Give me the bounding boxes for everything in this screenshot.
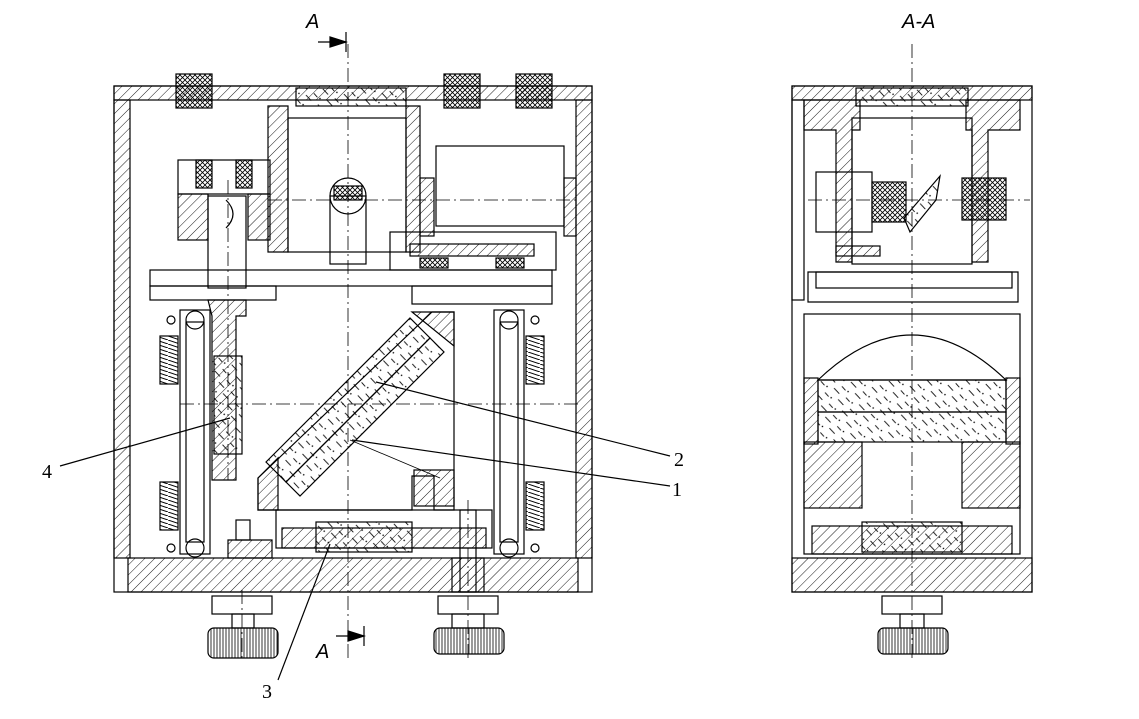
prism-holder-foot [413,469,455,507]
display-frame-r [563,177,577,237]
mount-screw-2 [235,159,253,189]
base-stop-screw [235,519,251,541]
cut-label-bottom: A [315,641,329,663]
cut-label-top: A [305,11,319,33]
support-plate-low-r [411,285,553,305]
left-mount [177,159,271,195]
display-box [435,145,565,227]
part-label-2: 2 [674,449,684,471]
mount-screw-1 [195,159,213,189]
right-spring-bot [525,481,545,531]
glass-plate-1 [285,337,445,497]
part-label-3: 3 [262,681,272,703]
stage-base [389,231,557,271]
eyepiece-barrel [267,105,289,253]
left-pivot-top [185,310,205,330]
right-pivot-bot [499,538,519,558]
top-insert-1 [175,73,213,109]
eyepiece-barrel-right [405,105,421,253]
left-rod-inner [185,321,205,543]
left-spring-bot [159,481,179,531]
right-rod [493,309,525,555]
leader-1 [351,439,671,487]
part-label-1: 1 [672,479,682,501]
sec-tray [807,271,1019,303]
left-mount-block-r [247,193,271,241]
glass-block-3 [315,521,413,553]
left-post [207,195,247,289]
sec-adjust-knob[interactable] [877,627,949,655]
display-frame [419,177,435,237]
left-pivot-bot [185,538,205,558]
top-window [295,87,407,107]
top-insert-2 [443,73,481,109]
cut-arrow-bot-head [347,630,367,642]
sec-barrel-right [965,99,1021,263]
section-view [791,44,1033,662]
sec-clamp [835,245,881,257]
sec-support-left-top [803,377,819,445]
sec-left-wall [791,99,805,301]
eyepiece-bore [287,117,407,253]
left-spring-top [159,335,179,385]
base-stop [227,539,273,559]
prism-holder-top-hatch [410,311,455,348]
housing-left-wall [113,99,131,559]
left-rod [179,309,211,555]
sec-support-left [803,441,863,509]
left-mount-lens [225,199,234,229]
sec-lens-core [871,181,907,223]
support-plate [149,269,553,287]
leader-2 [375,381,671,457]
sec-support-right [961,441,1021,509]
stage-plate [409,243,535,257]
sec-tray-inner [815,271,1013,289]
stage-bearing-2 [495,257,525,269]
sec-dome [816,334,1008,381]
main-view [59,32,671,681]
sec-right-insert [961,177,1007,221]
leader-4 [59,417,231,467]
adjust-knob-right[interactable] [433,627,505,655]
section-view-title: A-A [901,11,935,33]
top-insert-3 [515,73,553,109]
sec-support-right-top [1005,377,1021,445]
adjust-knob-left[interactable] [207,627,279,659]
cut-arrow-top-head [329,36,349,48]
housing-base [127,557,579,593]
part-label-4: 4 [42,461,52,483]
sec-mirror [903,173,941,234]
left-mount-block [177,193,209,241]
right-spring-top [525,335,545,385]
housing-right-wall [575,99,593,559]
right-rod-inner [499,321,519,543]
right-pivot-top [499,310,519,330]
stage-bearing-1 [419,257,449,269]
leader-3 [277,543,331,681]
